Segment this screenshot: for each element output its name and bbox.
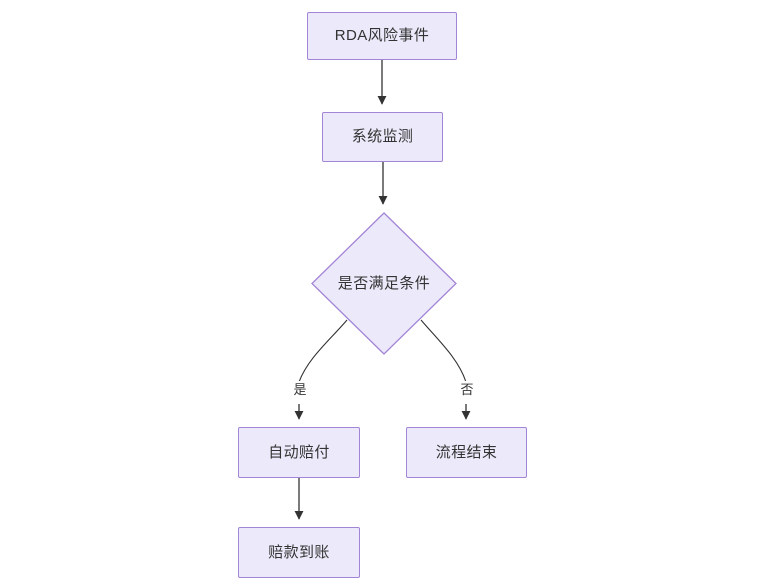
edge-label-no: 否 [456,381,478,404]
node-auto-payout-label: 自动赔付 [268,443,330,461]
node-process-end-label: 流程结束 [435,443,498,461]
node-payment-received-label: 赔款到账 [268,543,330,561]
node-system-monitor[interactable]: 系统监测 [322,112,443,162]
edge-label-no-text: 否 [460,382,474,397]
node-risk-event-label: RDA风险事件 [334,27,430,44]
node-condition-check-label: 是否满足条件 [337,274,431,292]
node-payment-received[interactable]: 赔款到账 [238,527,360,578]
node-system-monitor-label: 系统监测 [351,128,414,145]
edge-label-yes-text: 是 [293,382,307,397]
diamond-shape [311,212,457,355]
node-auto-payout[interactable]: 自动赔付 [238,427,360,478]
node-process-end[interactable]: 流程结束 [406,427,527,478]
edge-label-yes: 是 [289,381,311,404]
node-risk-event[interactable]: RDA风险事件 [307,12,457,60]
node-condition-check[interactable]: 是否满足条件 [311,212,457,355]
